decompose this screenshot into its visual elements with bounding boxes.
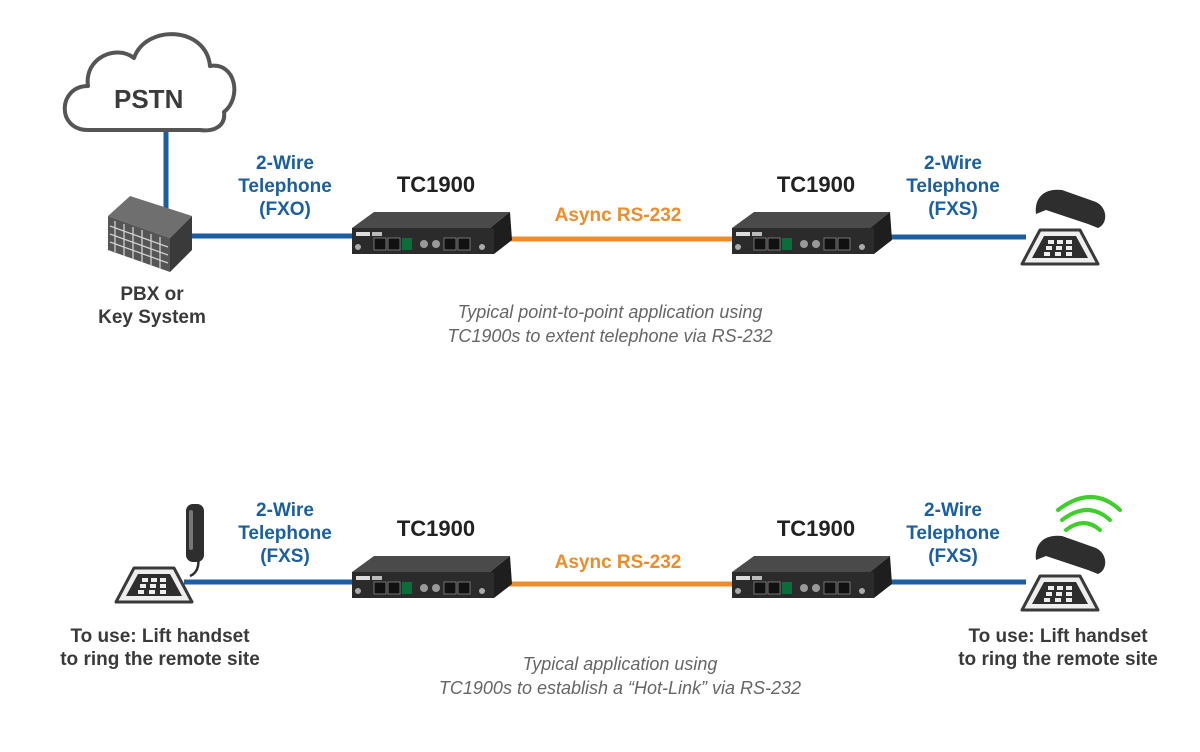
ring-waves-icon: [1056, 495, 1122, 532]
top-left-device-title: TC1900: [396, 172, 476, 197]
tc1900-device-icon: [351, 555, 513, 599]
bottom-left-device-title: TC1900: [396, 516, 476, 541]
bottom-rs232-label: Async RS-232: [554, 552, 682, 573]
bottom-right-link-label: 2-Wire Telephone (FXS): [906, 500, 1000, 567]
bottom-caption: Typical application using TC1900s to est…: [438, 654, 802, 699]
pbx-icon: [108, 196, 192, 272]
pstn-label: PSTN: [114, 84, 184, 114]
top-caption: Typical point-to-point application using…: [447, 302, 773, 347]
tc1900-device-icon: [731, 211, 893, 255]
bottom-right-note: To use: Lift handset to ring the remote …: [958, 626, 1158, 670]
lifted-handset-phone-icon: [114, 504, 204, 604]
bottom-left-link-label: 2-Wire Telephone (FXS): [238, 500, 332, 567]
top-right-link-label: 2-Wire Telephone (FXS): [906, 153, 1000, 220]
bottom-right-device-title: TC1900: [776, 516, 856, 541]
top-left-link-label: 2-Wire Telephone (FXO): [238, 153, 332, 220]
desk-phone-icon: [1020, 189, 1106, 266]
pbx-label: PBX or Key System: [98, 284, 206, 328]
top-right-device-title: TC1900: [776, 172, 856, 197]
tc1900-device-icon: [351, 211, 513, 255]
top-section: [62, 32, 1106, 272]
top-rs232-label: Async RS-232: [554, 205, 682, 226]
bottom-left-note: To use: Lift handset to ring the remote …: [60, 626, 260, 670]
pstn-cloud-icon: [62, 32, 237, 133]
tc1900-device-icon: [731, 555, 893, 599]
ringing-phone-icon: [1020, 495, 1122, 612]
bottom-section: [114, 495, 1122, 612]
